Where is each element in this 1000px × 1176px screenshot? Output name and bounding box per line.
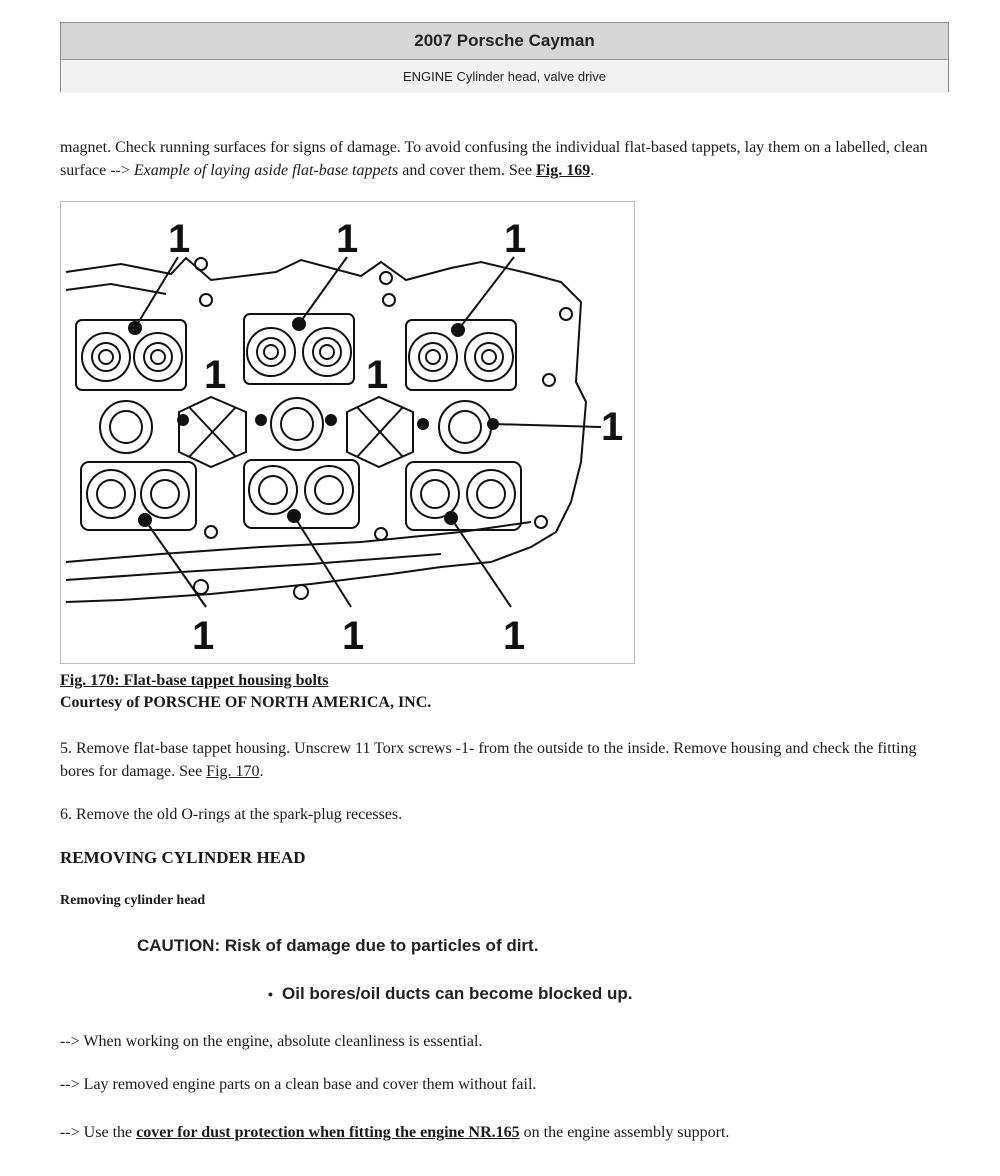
figure-caption-courtesy: Courtesy of PORSCHE OF NORTH AMERICA, IN…: [60, 694, 432, 711]
caution-bullet-text: Oil bores/oil ducts can become blocked u…: [282, 984, 633, 1003]
caution-text: CAUTION: Risk of damage due to particles…: [137, 936, 539, 955]
callout-label: 1: [168, 217, 190, 261]
callout-label: 1: [336, 217, 358, 261]
bullet-dot-icon: •: [268, 986, 273, 1002]
step-5-end: .: [259, 763, 264, 780]
note-dust-cover: --> Use the cover for dust protection wh…: [60, 1124, 729, 1142]
dust-cover-link[interactable]: cover for dust protection when fitting t…: [136, 1124, 520, 1141]
callout-label: 1: [204, 353, 226, 397]
figure-caption-title: Fig. 170: Flat-base tappet housing bolts: [60, 672, 329, 689]
figure-170-illustration: 1 1 1 1 1 1 1 1 1: [60, 201, 635, 664]
callout-label: 1: [192, 614, 214, 658]
document-header: 2007 Porsche Cayman ENGINE Cylinder head…: [60, 22, 949, 93]
intro-italic-ref: Example of laying aside flat-base tappet…: [133, 162, 399, 179]
callout-label: 1: [504, 217, 526, 261]
intro-paragraph: magnet. Check running surfaces for signs…: [60, 136, 940, 182]
note-dust-cover-end: on the engine assembly support.: [519, 1124, 730, 1141]
note-clean-base: --> Lay removed engine parts on a clean …: [60, 1076, 537, 1093]
step-5-paragraph: 5. Remove flat-base tappet housing. Unsc…: [60, 737, 940, 783]
callout-label: 1: [366, 353, 388, 397]
step-5-text: 5. Remove flat-base tappet housing. Unsc…: [60, 740, 917, 780]
intro-text: magnet. Check running surfaces for signs…: [60, 139, 928, 179]
subsection-heading: Removing cylinder head: [60, 893, 206, 908]
callout-label: 1: [601, 405, 623, 449]
cylinder-head-drawing: 1 1 1 1 1 1 1 1 1: [65, 217, 623, 658]
section-heading: REMOVING CYLINDER HEAD: [60, 848, 306, 867]
document-subtitle: ENGINE Cylinder head, valve drive: [61, 60, 948, 93]
note-dust-cover-text: --> Use the: [60, 1124, 137, 1141]
note-cleanliness: --> When working on the engine, absolute…: [60, 1033, 483, 1050]
document-title: 2007 Porsche Cayman: [61, 23, 948, 60]
step-6-paragraph: 6. Remove the old O-rings at the spark-p…: [60, 806, 403, 823]
figure-caption: Fig. 170: Flat-base tappet housing bolts…: [60, 670, 431, 714]
caution-bullet: • Oil bores/oil ducts can become blocked …: [268, 984, 632, 1004]
intro-text-b: and cover them. See: [398, 162, 537, 179]
callout-label: 1: [342, 614, 364, 658]
fig-170-link[interactable]: Fig. 170: [206, 763, 260, 780]
fig-169-link[interactable]: Fig. 169: [536, 162, 591, 179]
callout-label: 1: [503, 614, 525, 658]
intro-end: .: [590, 162, 595, 179]
